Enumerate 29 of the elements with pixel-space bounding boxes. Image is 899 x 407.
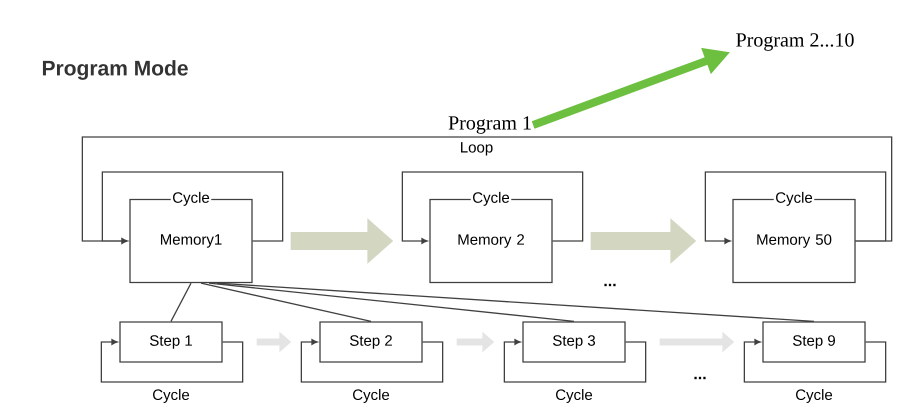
cycle-loop-arrow <box>300 339 444 383</box>
step-box: Step 9 <box>762 321 866 363</box>
connector-line <box>216 282 814 322</box>
edge-label: Loop <box>458 140 495 158</box>
edge-label: Cycle <box>350 388 392 404</box>
ellipsis: ... <box>604 284 616 286</box>
cycle-loop-arrow <box>100 339 244 383</box>
cycle-loop-arrow <box>744 339 886 383</box>
connector-line <box>170 282 192 322</box>
step-box: Step 2 <box>319 321 423 363</box>
program-label: Program 2...10 <box>736 33 854 51</box>
title: Program Mode <box>42 60 188 80</box>
step-box: Step 1 <box>119 321 223 363</box>
connector-line <box>208 282 574 322</box>
edge-label: Cycle <box>470 190 512 208</box>
edge-label: Cycle <box>774 190 814 208</box>
edge-label: Cycle <box>794 388 834 404</box>
cycle-loop-arrow <box>402 171 584 244</box>
edge-label: Cycle <box>170 190 212 208</box>
ellipsis: ... <box>694 376 706 380</box>
program-label: Program 1 <box>448 116 531 134</box>
cycle-loop-arrow <box>504 339 646 383</box>
loop-arrow <box>82 136 892 244</box>
edge-label: Cycle <box>150 388 192 404</box>
cycle-loop-arrow <box>704 171 886 244</box>
connector-line <box>200 282 372 322</box>
step-box: Step 3 <box>522 321 626 363</box>
cycle-loop-arrow <box>102 171 284 244</box>
edge-label: Cycle <box>554 388 594 404</box>
